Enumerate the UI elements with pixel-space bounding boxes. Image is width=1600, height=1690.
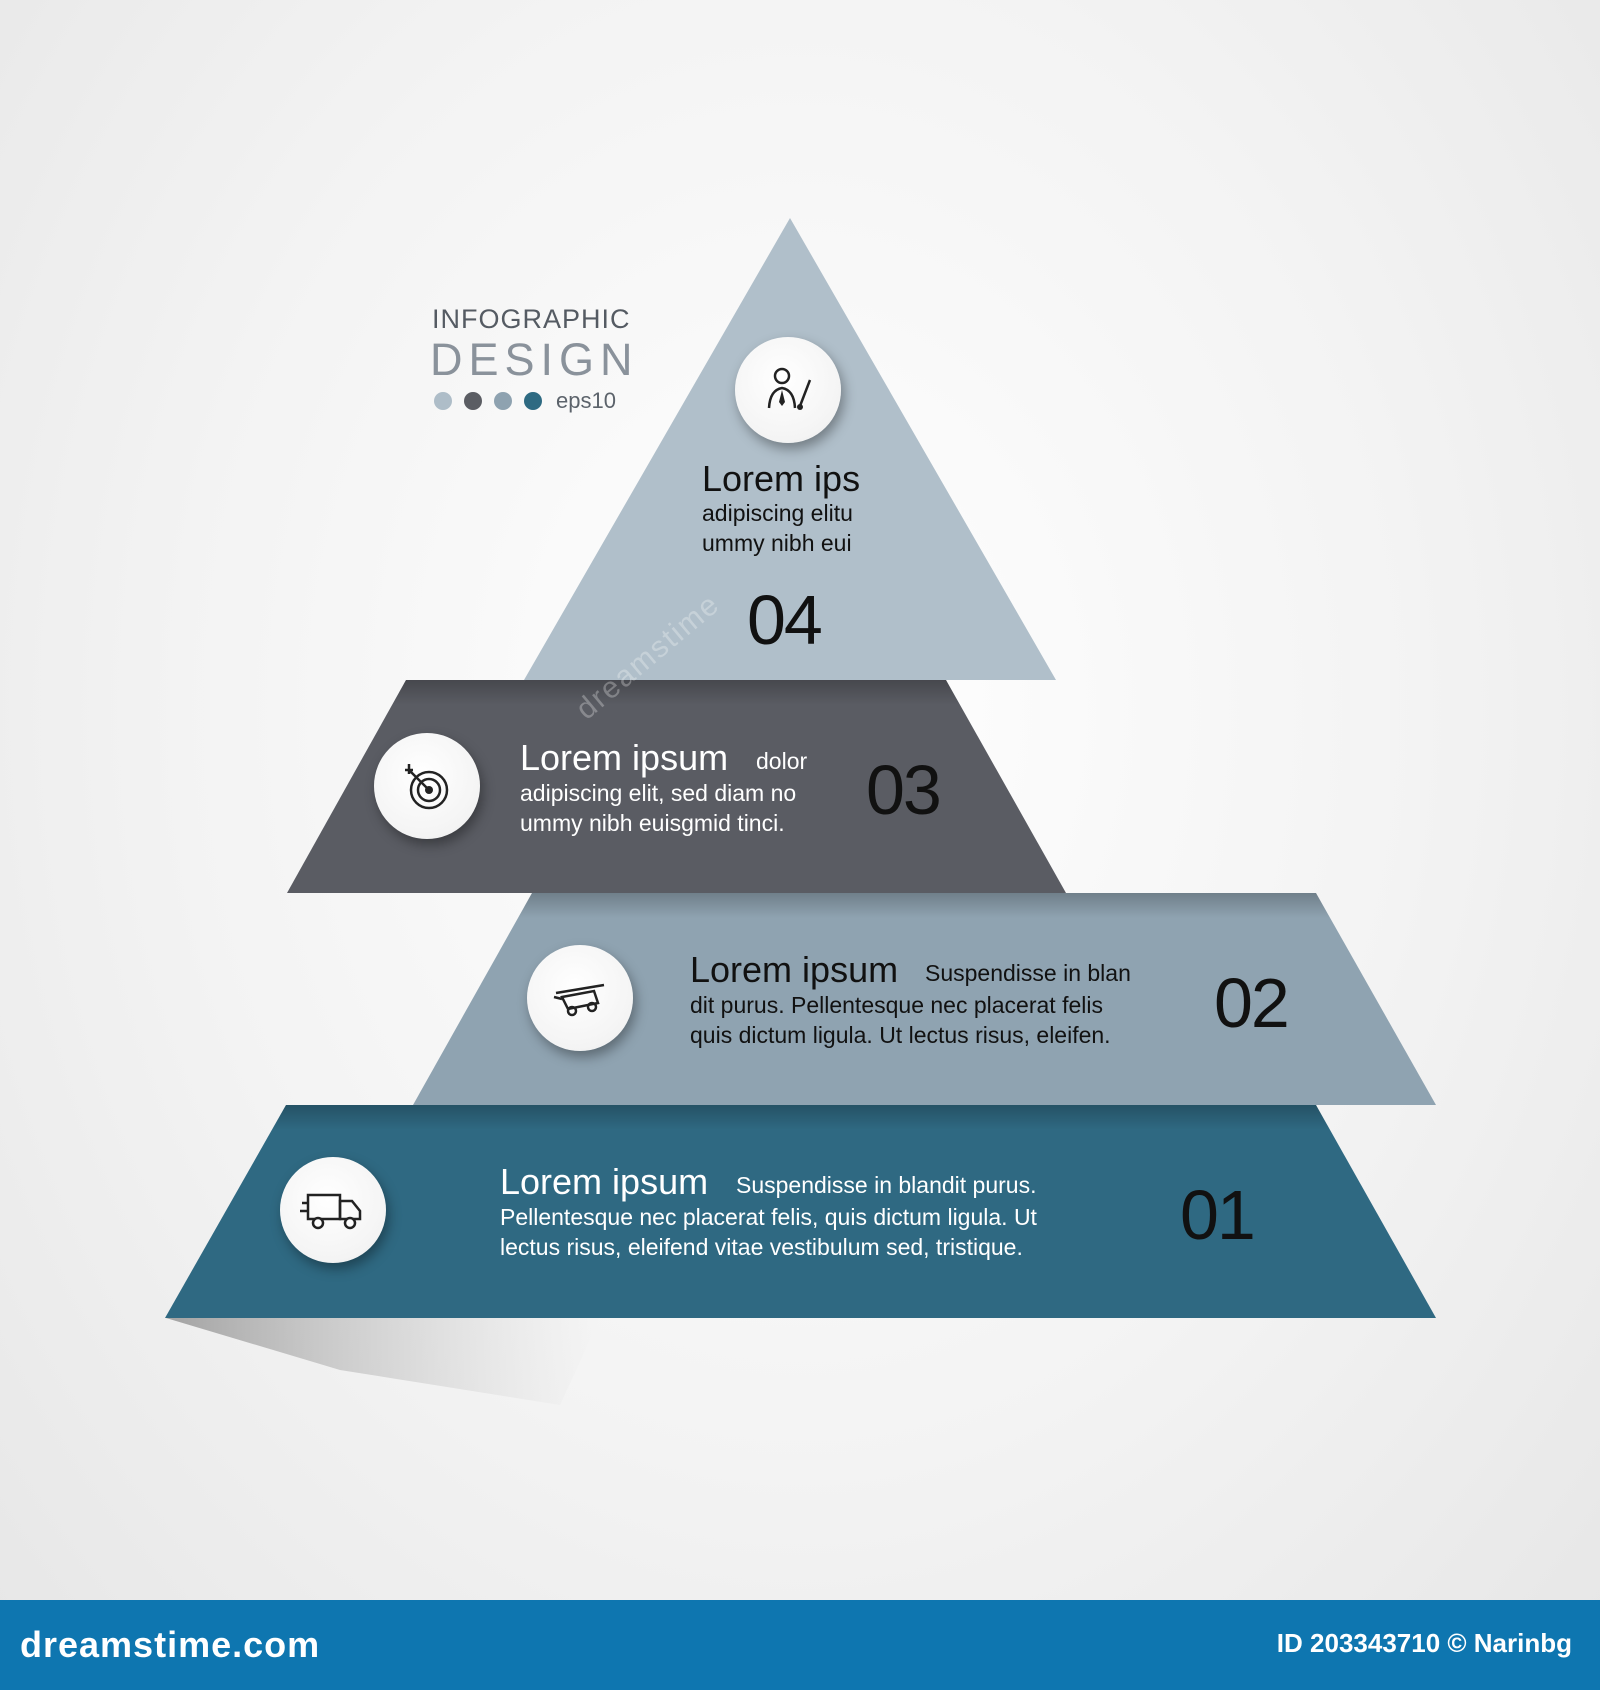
tier-02-line-2: quis dictum ligula. Ut lectus risus, ele… [690,1022,1111,1048]
tier-04-line-2: ummy nibh eui [702,530,852,556]
tier-04-badge [735,337,841,443]
tier-03-line-2: ummy nibh euisgmid tinci. [520,810,785,836]
logo-dot-1 [434,392,452,410]
tier-02-shape [413,893,1436,1105]
logo-dot-3 [494,392,512,410]
tier-01-title: Lorem ipsum [500,1161,709,1202]
tier-01-top-shadow [272,1105,1330,1130]
delivery-truck-icon [300,1193,362,1230]
target-icon [405,764,449,810]
logo-dots: eps10 [434,388,616,414]
tier-01-badge [280,1157,386,1263]
footer-credit: ID 203343710 © Narinbg [1276,1628,1572,1658]
tier-03-badge [374,733,480,839]
tier-01-line-1: Pellentesque nec placerat felis, quis di… [500,1204,1037,1230]
logo-dot-2 [464,392,482,410]
businessman-with-pointer-icon [767,367,812,410]
tier-02-top-shadow [518,893,1330,918]
tier-03-number: 03 [866,751,942,829]
footer-site[interactable]: dreamstime.com [20,1624,321,1665]
tier-02-number: 02 [1214,964,1290,1042]
tier-03-lead: dolor [756,748,808,774]
footer-bar: dreamstime.com ID 203343710 © Narinbg [0,1600,1600,1690]
tier-03-top-shadow [392,680,960,705]
tier-04-title: Lorem ips [702,458,861,499]
pyramid-diagram [165,218,1436,1405]
tier-04-number: 04 [747,581,823,659]
tier-03-shape [287,680,1066,893]
tier-02-title: Lorem ipsum [690,949,899,990]
ground-shadow [166,1318,600,1405]
drone-icon [553,983,605,1017]
tier-02-line-1: dit purus. Pellentesque nec placerat fel… [690,992,1103,1018]
tier-02-lead: Suspendisse in blan [925,960,1131,986]
tier-02-badge [527,945,633,1051]
tier-04-shape [524,218,1056,680]
tier-03-line-1: adipiscing elit, sed diam no [520,780,797,806]
logo-dot-4 [524,392,542,410]
logo-tag: eps10 [556,388,616,413]
tier-03-title: Lorem ipsum [520,737,729,778]
tier-01-line-2: lectus risus, eleifend vitae vestibulum … [500,1234,1023,1260]
logo-subtitle: DESIGN [430,334,639,385]
logo-title: INFOGRAPHIC [432,304,631,334]
tier-01-lead: Suspendisse in blandit purus. [736,1172,1037,1198]
tier-01-number: 01 [1180,1176,1256,1254]
tier-04-line-1: adipiscing elitu [702,500,853,526]
tier-01-shape [165,1105,1436,1318]
